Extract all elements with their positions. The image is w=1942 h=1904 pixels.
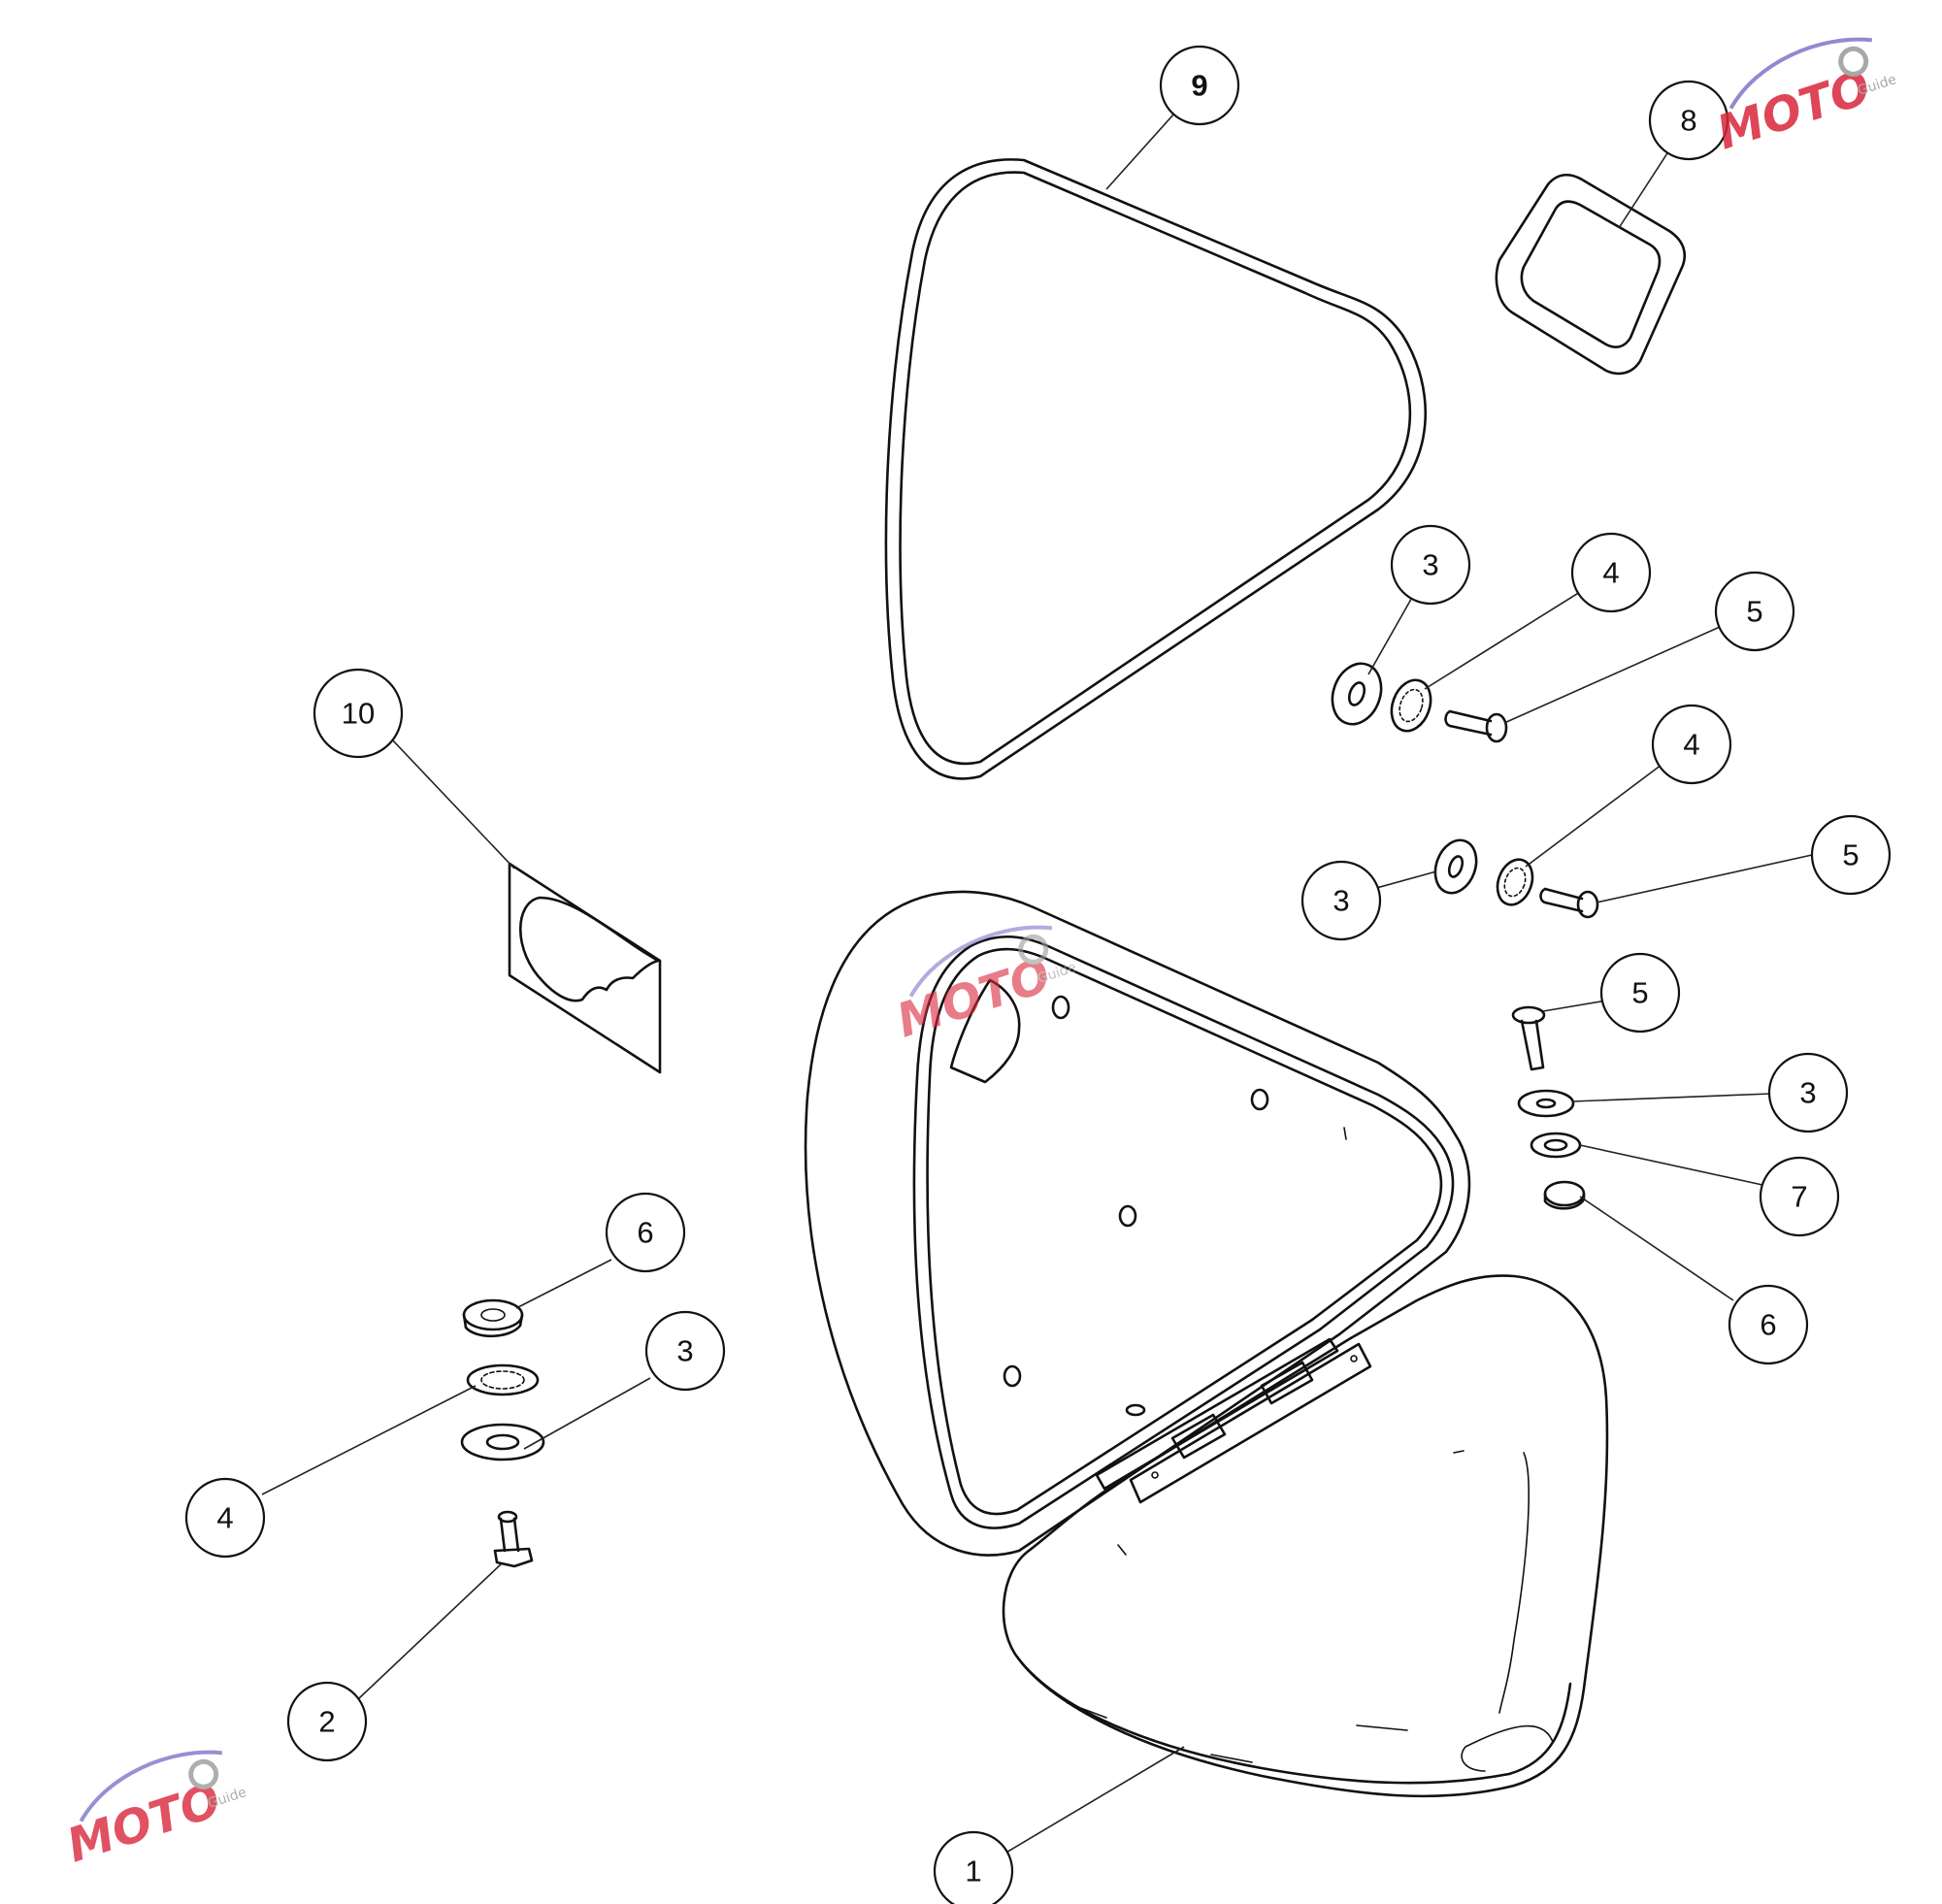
callout-label: 4 [1602, 556, 1619, 590]
gasket-part-9 [884, 158, 1427, 780]
callout-4a: 4 [1570, 532, 1652, 613]
callout-9: 9 [1159, 45, 1240, 126]
watermark-logo-center: MOTO Guide [891, 925, 1078, 1048]
callout-6a: 6 [605, 1192, 686, 1273]
callout-label: 3 [1333, 884, 1349, 918]
washer-flat-3a [1331, 662, 1383, 726]
callout-label: 6 [1760, 1308, 1776, 1342]
callout-label: 5 [1842, 838, 1859, 872]
washer-flat-3b [1433, 838, 1478, 895]
callout-4c: 4 [184, 1477, 266, 1559]
callout-5c: 5 [1599, 952, 1681, 1034]
bolt-5b [1539, 887, 1599, 919]
callout-4b: 4 [1651, 704, 1732, 785]
callout-label: 5 [1746, 595, 1762, 629]
callout-label: 10 [342, 697, 375, 731]
lock-washer-4a [1390, 678, 1432, 733]
callout-label: 1 [965, 1855, 981, 1888]
washer-flat-3c [1517, 1089, 1575, 1118]
callout-label: 3 [1422, 548, 1438, 582]
callout-label: 5 [1631, 976, 1648, 1010]
bolt-5a [1444, 709, 1508, 743]
callout-label: 8 [1680, 104, 1696, 138]
washer-flat-3d [460, 1423, 545, 1461]
watermark-logo-bottom-left: MOTO Guide [61, 1750, 248, 1873]
leader-lines [261, 84, 1813, 1855]
callout-3a: 3 [1390, 524, 1471, 606]
callout-7: 7 [1759, 1156, 1840, 1237]
lock-washer-4b [1496, 858, 1534, 906]
decal-part-10 [508, 862, 662, 1074]
callout-label: 9 [1191, 69, 1207, 103]
lock-washer-4c [466, 1363, 540, 1396]
callout-label: 2 [318, 1705, 335, 1739]
callout-3c: 3 [1767, 1052, 1849, 1133]
callout-label: 4 [1683, 728, 1699, 762]
callout-3d: 3 [644, 1310, 726, 1392]
callout-label: 3 [1799, 1076, 1816, 1110]
callout-8: 8 [1648, 80, 1729, 161]
watermark-logo-top-right: MOTO Guide [1711, 37, 1898, 160]
callout-label: 7 [1791, 1180, 1807, 1214]
callout-5a: 5 [1714, 571, 1795, 652]
callout-5b: 5 [1810, 814, 1892, 896]
toolbox-part-1 [804, 890, 1609, 1798]
callout-6b: 6 [1728, 1284, 1809, 1365]
spring-washer-7 [1530, 1132, 1582, 1159]
callout-label: 4 [216, 1501, 233, 1535]
nut-6b [1543, 1180, 1586, 1210]
bolt-5c [1511, 1005, 1546, 1071]
grommet-part-8 [1495, 174, 1686, 376]
nut-6a [462, 1298, 524, 1338]
callout-label: 3 [676, 1334, 693, 1368]
callout-1: 1 [933, 1830, 1014, 1904]
callout-label: 6 [637, 1216, 653, 1250]
callout-2: 2 [286, 1681, 368, 1762]
callout-10: 10 [313, 668, 404, 759]
bolt-2 [493, 1510, 534, 1568]
callout-3b: 3 [1300, 860, 1382, 941]
